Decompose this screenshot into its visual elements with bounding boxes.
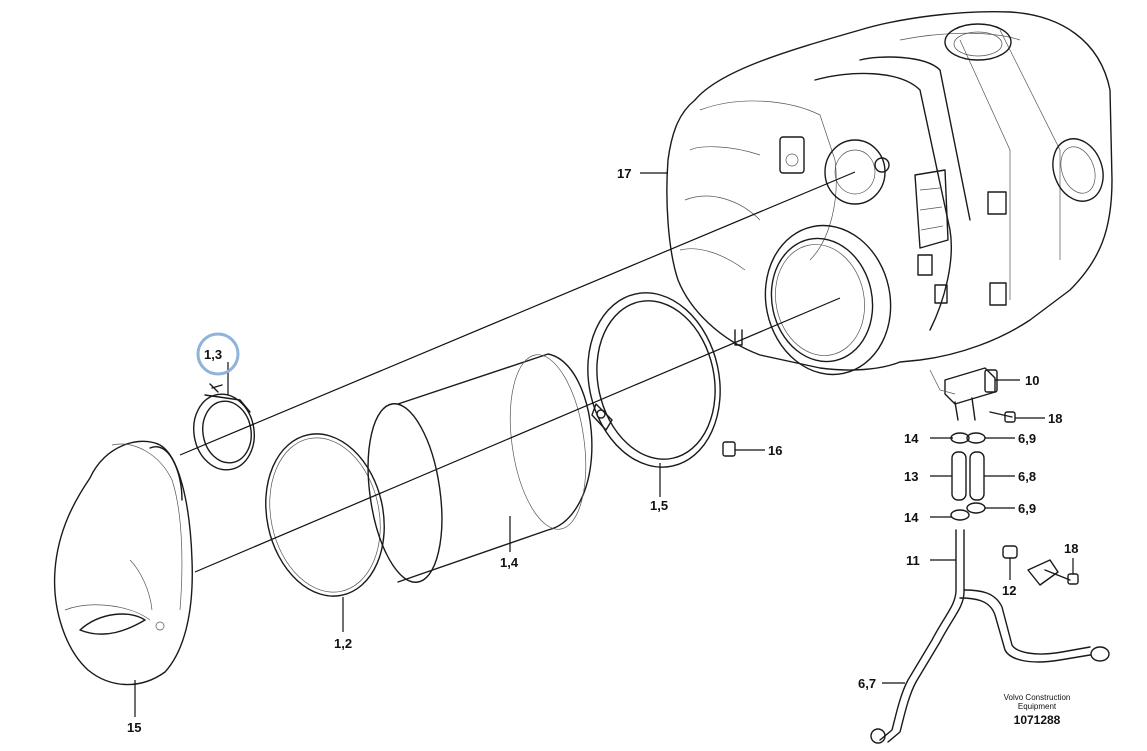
brand-line-2: Equipment <box>1018 702 1057 711</box>
clamp-ring <box>587 292 721 468</box>
label-18-bottom: 18 <box>1064 541 1078 556</box>
filter-cylinder <box>367 353 593 583</box>
label-6-9-top: 6,9 <box>1018 431 1036 446</box>
drawing-id-block: Volvo Construction Equipment 1071288 <box>1004 693 1071 727</box>
drawing-number: 1071288 <box>1014 713 1061 727</box>
label-10: 10 <box>1025 373 1039 388</box>
label-12: 12 <box>1002 583 1016 598</box>
label-1-2: 1,2 <box>334 636 352 651</box>
highlight-ring <box>196 332 240 376</box>
label-16: 16 <box>768 443 782 458</box>
label-6-8: 6,8 <box>1018 469 1036 484</box>
end-cover <box>53 440 193 686</box>
label-18-top: 18 <box>1048 411 1062 426</box>
assembly-axis-lines <box>179 171 856 573</box>
plug <box>722 441 736 457</box>
label-17: 17 <box>617 166 631 181</box>
label-13: 13 <box>904 469 918 484</box>
callout-labels: 17 1,3 1,2 1,4 1,5 15 16 10 18 14 6,9 13… <box>127 166 1078 735</box>
label-6-7: 6,7 <box>858 676 876 691</box>
gasket-ring <box>265 433 385 597</box>
label-1-3: 1,3 <box>204 347 222 362</box>
callout-leaders <box>134 172 1074 717</box>
brand-line-1: Volvo Construction <box>1004 693 1071 702</box>
label-1-5: 1,5 <box>650 498 668 513</box>
label-14-top: 14 <box>904 431 919 446</box>
label-1-4: 1,4 <box>500 555 519 570</box>
label-15: 15 <box>127 720 141 735</box>
label-14-bottom: 14 <box>904 510 919 525</box>
label-11: 11 <box>906 553 920 568</box>
v-band-clamp <box>193 383 255 471</box>
label-6-9-bottom: 6,9 <box>1018 501 1036 516</box>
silencer-housing <box>666 11 1113 376</box>
